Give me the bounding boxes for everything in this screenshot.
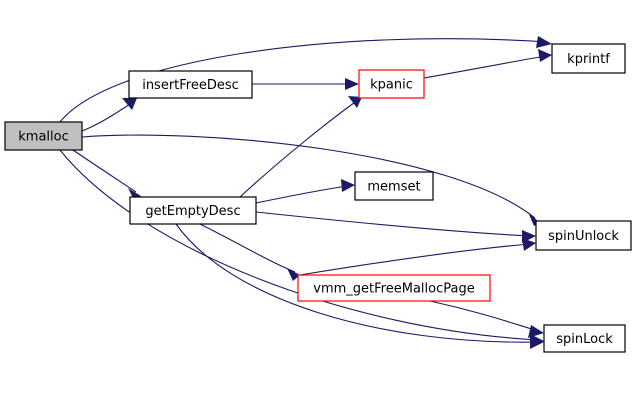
edge-getEmptyDesc-to-spinLock: [175, 223, 544, 349]
edge-getEmptyDesc-to-vmm_getFreeMallocPage: [199, 223, 300, 281]
arrowhead-icon: [538, 49, 552, 62]
edge-line: [59, 38, 549, 123]
edge-kmalloc-to-insertFreeDesc: [81, 98, 137, 132]
edge-line: [72, 149, 137, 193]
arrowhead-icon: [287, 268, 300, 281]
arrowhead-icon: [528, 325, 544, 338]
edge-getEmptyDesc-to-memset: [255, 179, 355, 204]
node-label: kpanic: [370, 78, 413, 93]
edge-line: [255, 185, 348, 204]
edge-layer: [59, 36, 552, 349]
arrowhead-icon: [341, 179, 355, 192]
edge-line: [81, 101, 134, 132]
node-kpanic[interactable]: kpanic: [358, 69, 425, 99]
edge-vmm_getFreeMallocPage-to-spinUnlock: [299, 238, 536, 276]
edge-insertFreeDesc-to-kpanic: [252, 78, 359, 90]
node-spinUnlock[interactable]: spinUnlock: [535, 220, 632, 251]
edge-kpanic-to-kprintf: [423, 49, 552, 79]
edge-line: [239, 99, 359, 198]
arrowhead-icon: [530, 336, 544, 349]
node-label: spinLock: [556, 332, 613, 347]
node-label: kprintf: [567, 52, 610, 67]
arrowhead-icon: [348, 96, 362, 108]
node-box[interactable]: [551, 43, 626, 74]
edge-vmm_getFreeMallocPage-to-spinLock: [429, 300, 544, 338]
node-box[interactable]: [543, 324, 626, 353]
node-box[interactable]: [4, 121, 83, 151]
arrowhead-icon: [122, 98, 137, 110]
node-label: spinUnlock: [548, 229, 619, 244]
node-memset[interactable]: memset: [354, 171, 434, 201]
edge-line: [199, 223, 296, 273]
edge-getEmptyDesc-to-spinUnlock: [255, 211, 536, 243]
node-box[interactable]: [535, 220, 632, 251]
node-box[interactable]: [128, 70, 253, 99]
edge-line: [299, 243, 531, 276]
node-kmalloc[interactable]: kmalloc: [4, 121, 83, 151]
node-layer: kmalloc insertFreeDesc kpanic kprintf getEmp…: [4, 43, 632, 353]
node-label: memset: [367, 180, 420, 195]
edge-kmalloc-to-kprintf: [59, 36, 552, 123]
edge-getEmptyDesc-to-kpanic: [239, 96, 362, 198]
edge-line: [429, 300, 539, 332]
node-label: insertFreeDesc: [142, 78, 239, 93]
edge-line: [81, 134, 536, 219]
arrowhead-icon: [522, 238, 536, 251]
edge-line: [423, 55, 547, 79]
node-kprintf[interactable]: kprintf: [551, 43, 626, 74]
arrowhead-icon: [345, 78, 359, 90]
edge-line: [255, 211, 531, 237]
edge-kmalloc-to-spinLock: [59, 149, 544, 347]
node-label: getEmptyDesc: [145, 204, 240, 219]
node-box[interactable]: [297, 274, 491, 302]
node-getEmptyDesc[interactable]: getEmptyDesc: [129, 196, 257, 225]
edge-line: [59, 149, 540, 341]
node-box[interactable]: [358, 69, 425, 99]
node-label: kmalloc: [18, 130, 68, 145]
node-box[interactable]: [129, 196, 257, 225]
edge-line: [175, 223, 539, 343]
node-insertFreeDesc[interactable]: insertFreeDesc: [128, 70, 253, 99]
node-vmm_getFreeMallocPage[interactable]: vmm_getFreeMallocPage: [297, 274, 491, 302]
node-spinLock[interactable]: spinLock: [543, 324, 626, 353]
node-label: vmm_getFreeMallocPage: [313, 282, 474, 297]
node-box[interactable]: [354, 171, 434, 201]
arrowhead-icon: [536, 36, 552, 48]
